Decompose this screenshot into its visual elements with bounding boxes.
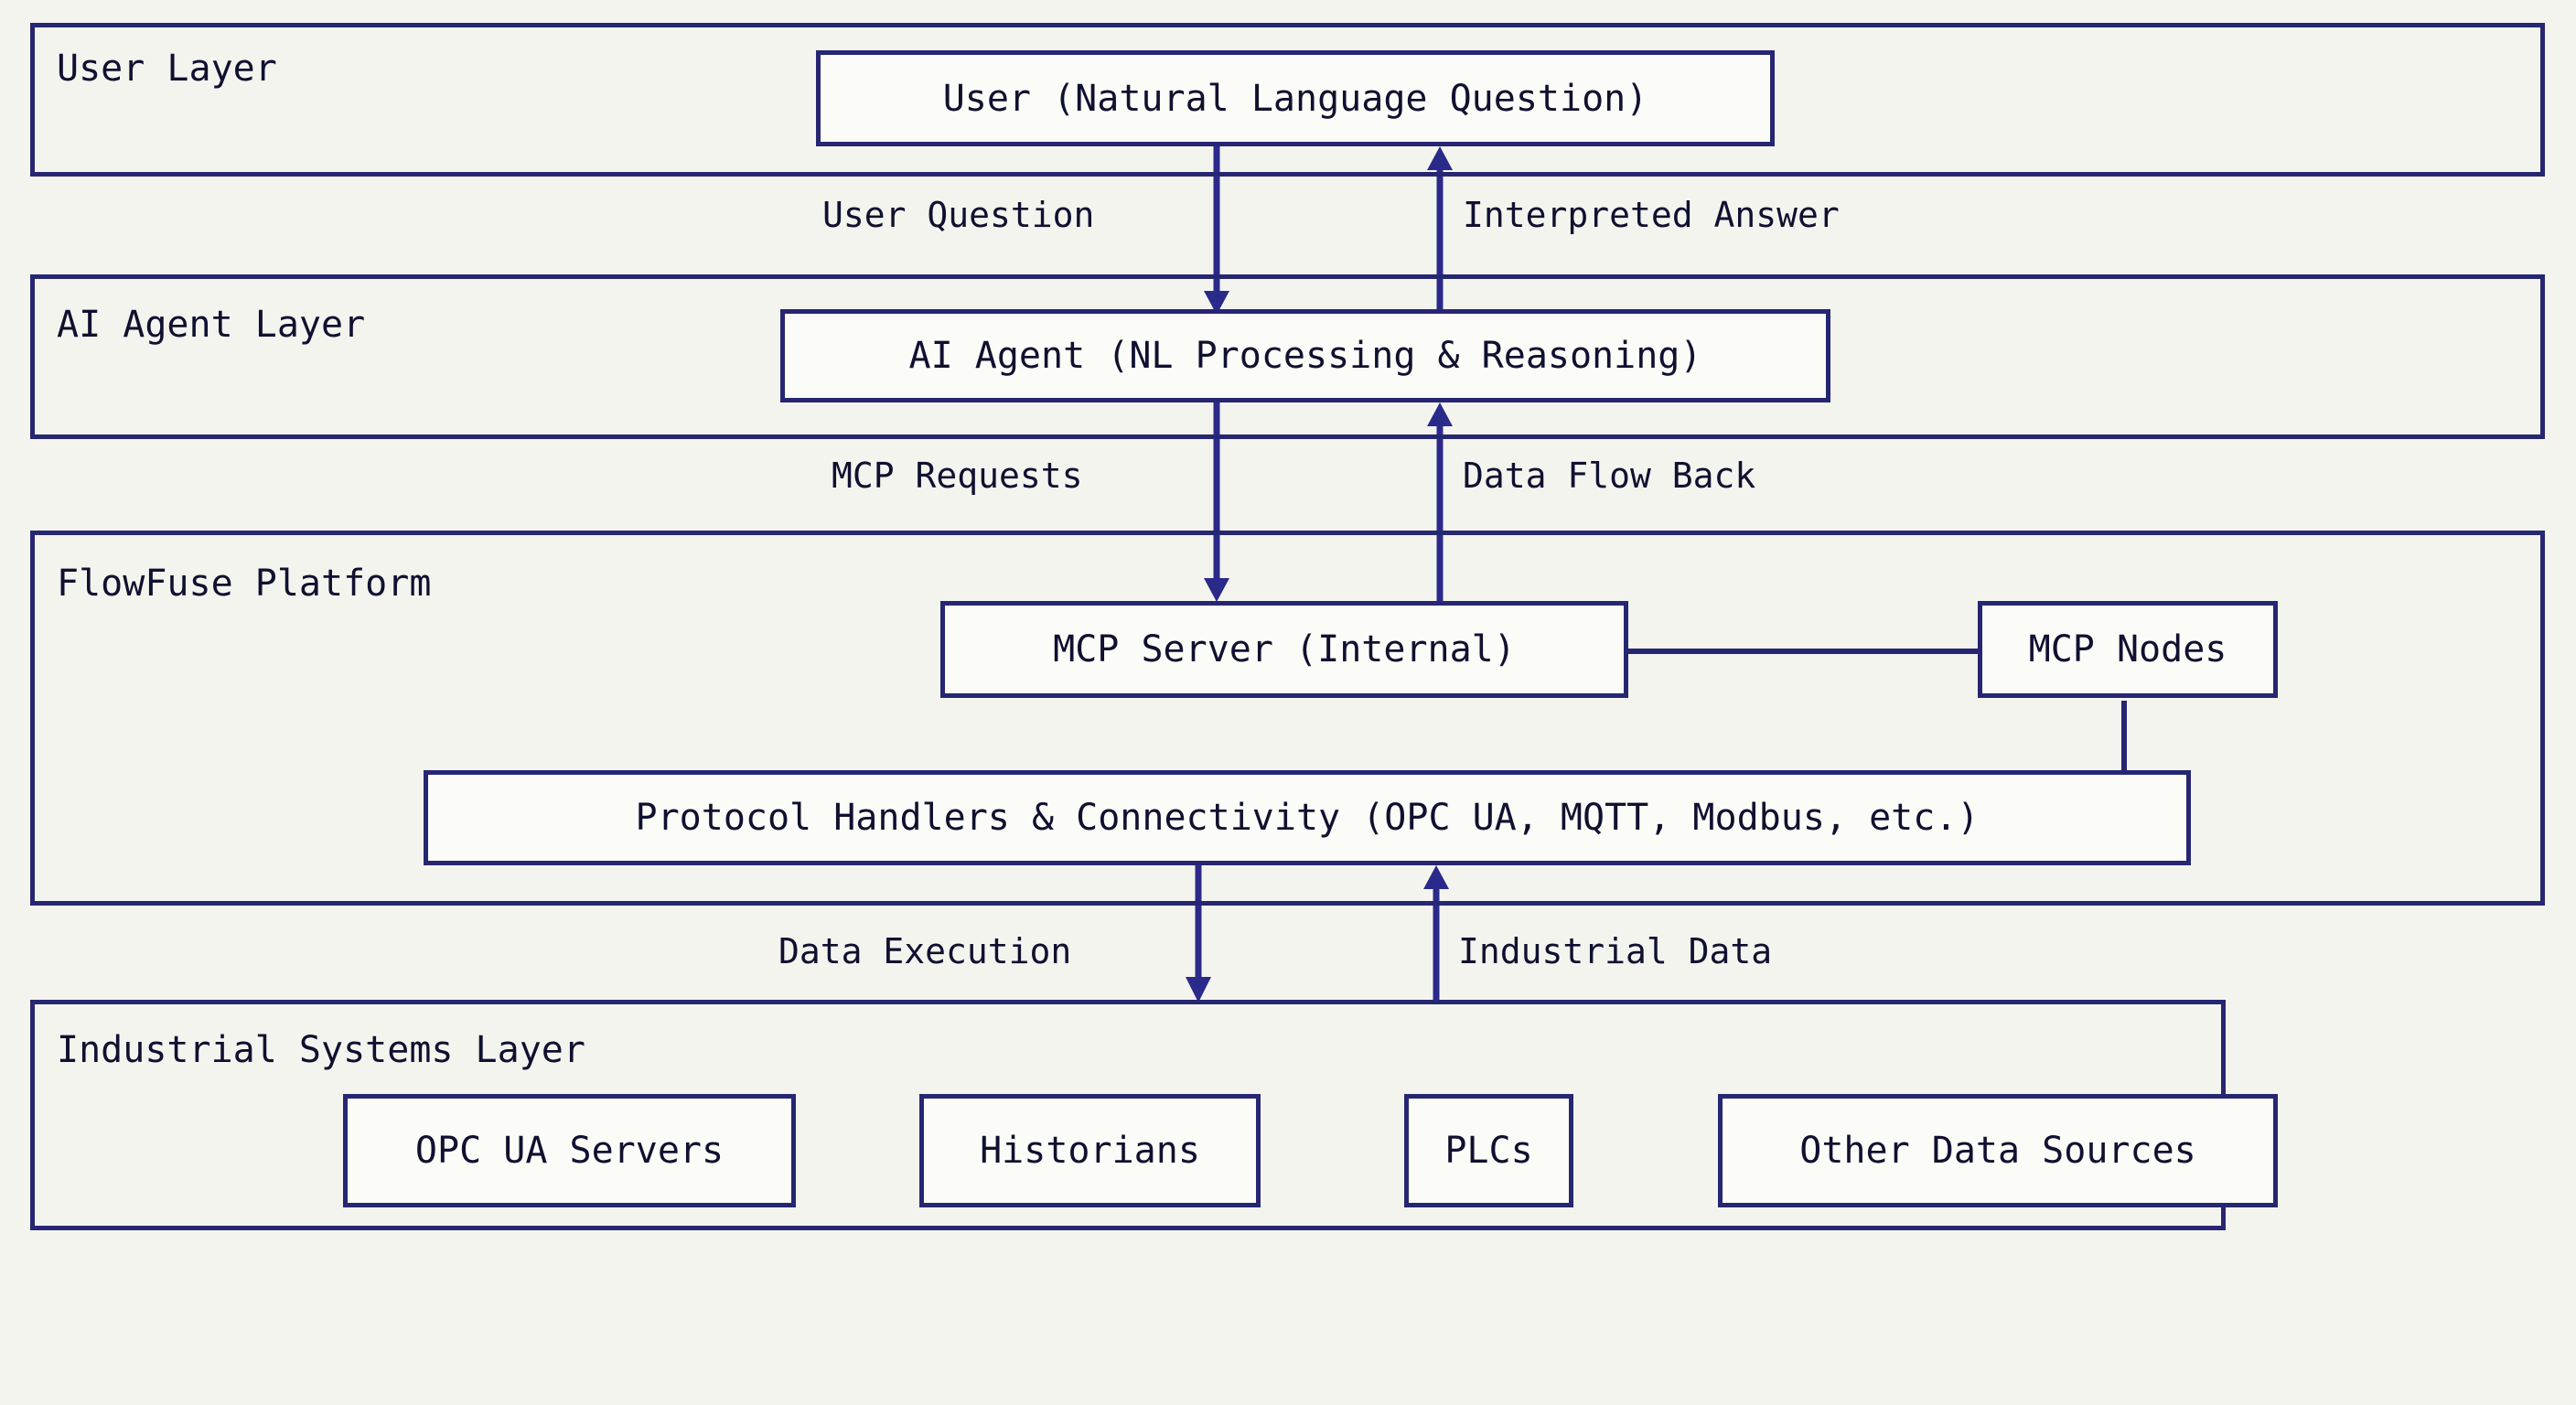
node-historians[interactable]: Historians — [919, 1094, 1261, 1207]
layer-flowfuse-platform — [30, 531, 2545, 906]
layer-flowfuse-platform-title: FlowFuse Platform — [57, 563, 432, 605]
node-other-data-sources[interactable]: Other Data Sources — [1718, 1094, 2278, 1207]
node-user-label: User (Natural Language Question) — [942, 77, 1648, 120]
layer-ai-agent-title: AI Agent Layer — [57, 304, 366, 346]
node-ai-agent[interactable]: AI Agent (NL Processing & Reasoning) — [780, 309, 1830, 402]
node-protocol-handlers[interactable]: Protocol Handlers & Connectivity (OPC UA… — [424, 770, 2191, 865]
node-ai-agent-label: AI Agent (NL Processing & Reasoning) — [908, 335, 1702, 377]
node-plcs-label: PLCs — [1444, 1130, 1533, 1172]
node-opc-ua-servers-label: OPC UA Servers — [414, 1130, 724, 1172]
node-opc-ua-servers[interactable]: OPC UA Servers — [343, 1094, 796, 1207]
node-mcp-server-label: MCP Server (Internal) — [1053, 628, 1516, 670]
node-historians-label: Historians — [980, 1130, 1200, 1172]
node-other-data-sources-label: Other Data Sources — [1799, 1130, 2196, 1172]
edge-label-industrial-data: Industrial Data — [1453, 931, 1778, 971]
node-protocol-handlers-label: Protocol Handlers & Connectivity (OPC UA… — [635, 797, 1980, 839]
node-user[interactable]: User (Natural Language Question) — [816, 50, 1775, 146]
node-plcs[interactable]: PLCs — [1404, 1094, 1573, 1207]
edge-label-data-flow-back: Data Flow Back — [1457, 456, 1762, 496]
layer-user-title: User Layer — [57, 48, 277, 90]
edge-label-data-execution: Data Execution — [773, 931, 1078, 971]
node-mcp-nodes-label: MCP Nodes — [2028, 628, 2227, 670]
layer-user — [30, 23, 2545, 177]
node-mcp-nodes[interactable]: MCP Nodes — [1978, 601, 2278, 698]
layer-ai-agent — [30, 274, 2545, 439]
edge-label-interpreted-answer: Interpreted Answer — [1457, 195, 1845, 235]
edge-label-mcp-requests: MCP Requests — [826, 456, 1089, 496]
layer-industrial-systems-title: Industrial Systems Layer — [57, 1029, 585, 1071]
node-mcp-server[interactable]: MCP Server (Internal) — [940, 601, 1628, 698]
edge-label-user-question: User Question — [817, 195, 1100, 235]
